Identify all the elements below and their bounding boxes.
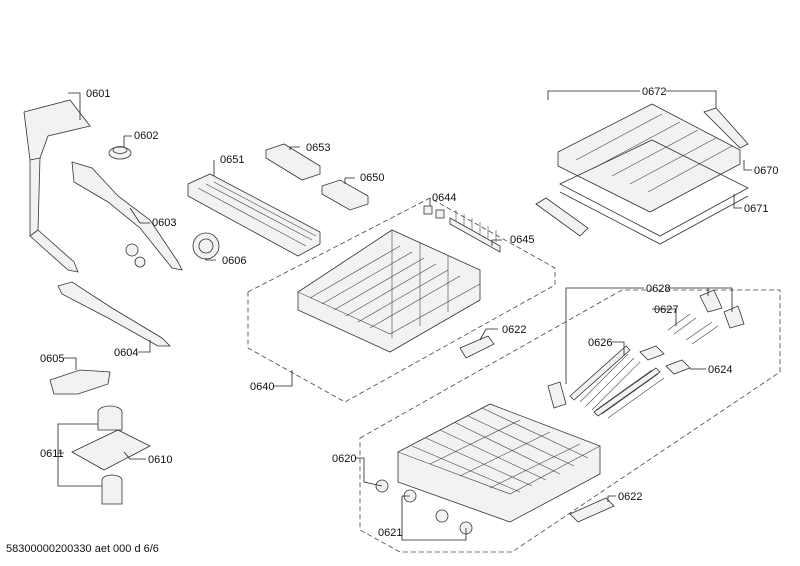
label-0627: 0627 xyxy=(654,304,678,316)
label-0601: 0601 xyxy=(86,88,110,100)
third-rack-frame xyxy=(559,139,749,245)
label-0622-upper: 0622 xyxy=(502,324,526,336)
label-0602: 0602 xyxy=(134,130,158,142)
label-0640: 0640 xyxy=(250,381,274,393)
nut-part xyxy=(108,146,132,160)
lower-basket xyxy=(397,403,601,523)
filter-disc xyxy=(192,232,220,260)
label-0610: 0610 xyxy=(148,454,172,466)
filter-assembly xyxy=(71,405,151,505)
cutlery-tray xyxy=(187,173,321,257)
label-0624: 0624 xyxy=(708,364,732,376)
upper-rack-insert xyxy=(449,210,501,253)
label-0645: 0645 xyxy=(510,234,534,246)
filter-plate xyxy=(49,369,111,395)
upper-basket xyxy=(297,229,481,353)
label-0620: 0620 xyxy=(332,453,356,465)
basket-handle-upper xyxy=(459,335,495,359)
label-0611: 0611 xyxy=(40,448,64,460)
label-0670: 0670 xyxy=(754,165,778,177)
label-0604: 0604 xyxy=(114,347,138,359)
lower-rack-inserts xyxy=(547,289,745,419)
label-0672: 0672 xyxy=(642,86,666,98)
label-0621: 0621 xyxy=(378,527,402,539)
clip-strip-0650 xyxy=(321,179,369,211)
label-0603: 0603 xyxy=(152,217,176,229)
label-0644: 0644 xyxy=(432,192,456,204)
spray-arm-supply-pipe xyxy=(23,99,91,273)
upper-spray-arm xyxy=(71,161,183,271)
label-0653: 0653 xyxy=(306,142,330,154)
third-rack xyxy=(557,103,749,213)
label-0628: 0628 xyxy=(646,283,670,295)
label-0622-lower: 0622 xyxy=(618,491,642,503)
basket-handle-lower xyxy=(569,497,615,523)
lower-spray-arm xyxy=(57,281,171,347)
document-footer-code: 58300000200330 aet 000 d 6/6 xyxy=(6,543,159,555)
leader-lines xyxy=(57,90,752,541)
label-0650: 0650 xyxy=(360,172,384,184)
label-0626: 0626 xyxy=(588,337,612,349)
label-0605: 0605 xyxy=(40,353,64,365)
rack-rail-end xyxy=(535,197,589,237)
label-0671: 0671 xyxy=(744,203,768,215)
small-clips xyxy=(423,205,445,219)
label-0651: 0651 xyxy=(220,154,244,166)
clip-strip-0653 xyxy=(265,143,321,181)
label-0606: 0606 xyxy=(222,255,246,267)
